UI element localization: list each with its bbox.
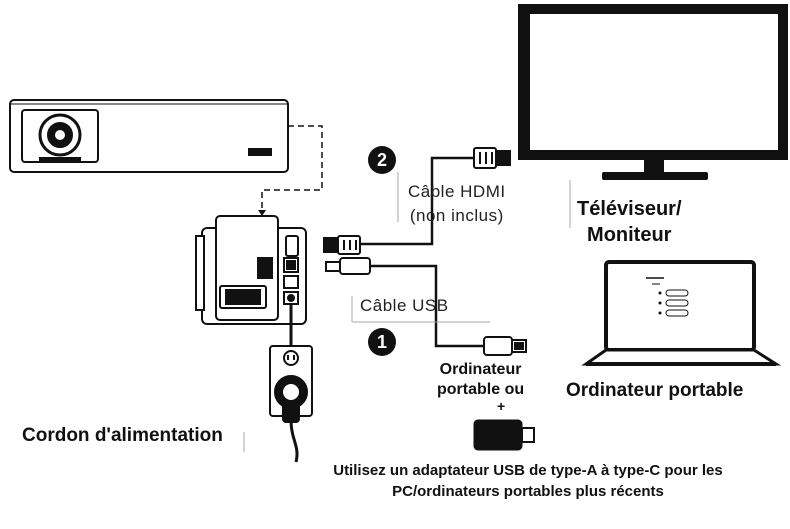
usb-cable bbox=[370, 264, 484, 348]
tv-illustration bbox=[518, 4, 788, 180]
usb-plug-laptop bbox=[483, 336, 527, 356]
zoom-guide bbox=[261, 125, 323, 212]
laptop-source-label: Ordinateur portable ou bbox=[437, 360, 524, 400]
label-frames bbox=[243, 172, 571, 452]
usb-plug-projector bbox=[325, 257, 371, 275]
projector-back-panel bbox=[195, 215, 307, 325]
hdmi-cable bbox=[360, 156, 474, 246]
projector-illustration bbox=[9, 99, 289, 173]
laptop-source-line2: portable ou bbox=[437, 381, 525, 398]
hdmi-not-included-note: (non inclus) bbox=[409, 206, 504, 225]
zoom-arrow bbox=[258, 210, 266, 216]
hdmi-plug-projector bbox=[323, 235, 361, 255]
hdmi-plug-tv bbox=[473, 147, 511, 169]
plus-sign: + bbox=[497, 398, 506, 414]
power-cord-label: Cordon d'alimentation bbox=[22, 425, 223, 446]
laptop-illustration bbox=[581, 260, 782, 366]
step-badge-usb: 1 bbox=[368, 328, 396, 356]
hdmi-cable-title: Câble HDMI bbox=[408, 182, 506, 201]
hdmi-cable-label: Câble HDMI (non inclus) bbox=[408, 180, 506, 228]
step-badge-usb-number: 1 bbox=[377, 332, 387, 352]
step-badge-hdmi-number: 2 bbox=[377, 150, 387, 170]
laptop-source-line1: Ordinateur bbox=[439, 361, 522, 378]
tv-label-line2: Moniteur bbox=[587, 224, 672, 246]
adapter-note: Utilisez un adaptateur USB de type-A à t… bbox=[333, 462, 723, 500]
tv-label: Téléviseur/ Moniteur bbox=[577, 196, 682, 248]
laptop-label: Ordinateur portable bbox=[566, 380, 744, 401]
usb-cable-label: Câble USB bbox=[360, 296, 449, 315]
step-badge-hdmi: 2 bbox=[368, 146, 396, 174]
tv-label-line1: Téléviseur/ bbox=[577, 198, 682, 220]
usb-c-adapter bbox=[473, 419, 535, 451]
power-outlet bbox=[269, 345, 313, 423]
